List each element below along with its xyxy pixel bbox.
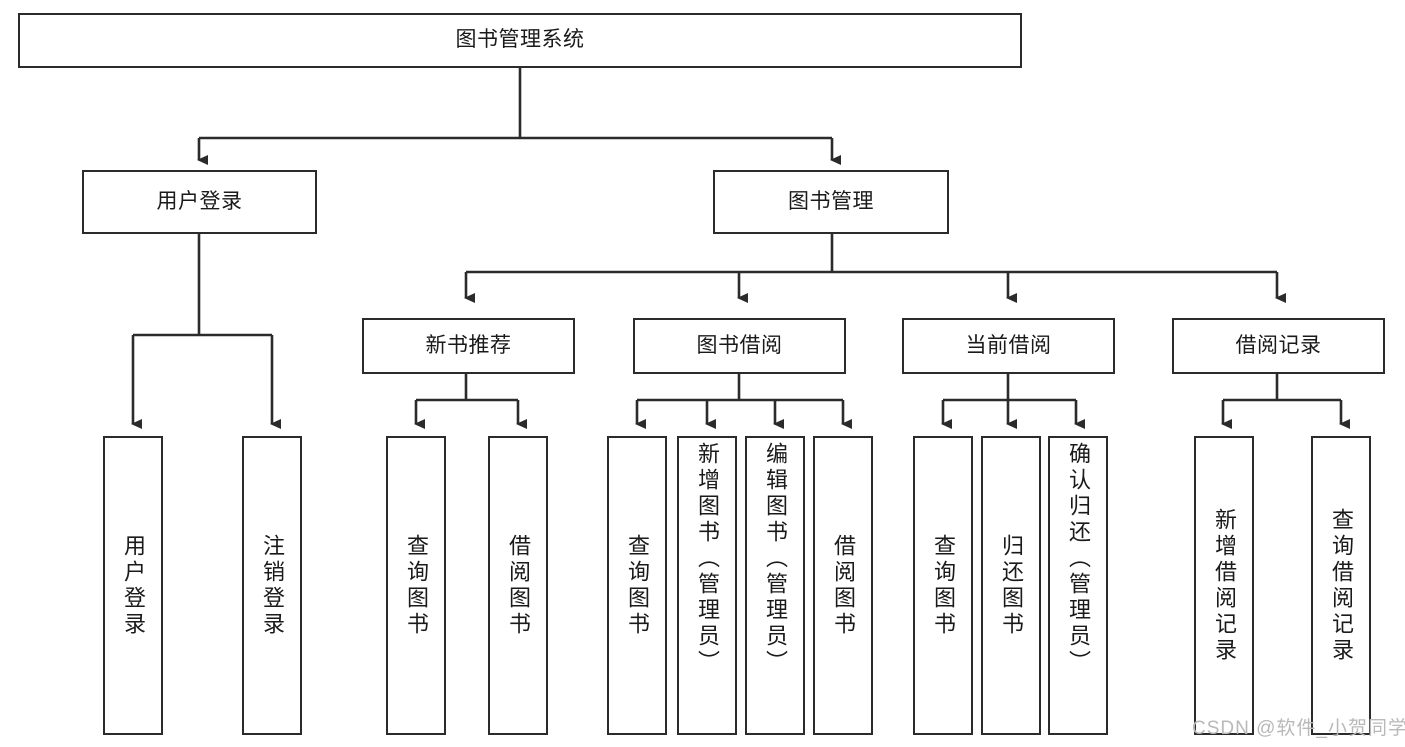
node-label: 确认归还（管理员） [1066, 442, 1091, 676]
node-label: 注销登录 [260, 533, 285, 638]
node-label: 查询借阅记录 [1329, 507, 1354, 664]
node-book-borrow[interactable]: 图书借阅 [633, 318, 846, 374]
node-leaf-query-borrow-record[interactable]: 查询借阅记录 [1311, 436, 1371, 735]
node-leaf-borrow-book-2[interactable]: 借阅图书 [813, 436, 873, 735]
node-leaf-user-logout[interactable]: 注销登录 [242, 436, 302, 735]
node-label: 借阅图书 [831, 533, 856, 638]
node-new-book-recommend[interactable]: 新书推荐 [362, 318, 575, 374]
node-label: 用户登录 [156, 189, 243, 213]
node-leaf-add-book[interactable]: 新增图书（管理员） [677, 436, 737, 735]
node-leaf-confirm-return[interactable]: 确认归还（管理员） [1048, 436, 1108, 735]
node-label: 新增图书（管理员） [695, 442, 720, 676]
node-label: 用户登录 [121, 533, 146, 638]
node-user-login[interactable]: 用户登录 [82, 170, 317, 234]
node-leaf-query-book-2[interactable]: 查询图书 [607, 436, 667, 735]
node-label: 当前借阅 [965, 333, 1052, 357]
node-borrow-record[interactable]: 借阅记录 [1172, 318, 1385, 374]
node-label: 查询图书 [404, 533, 429, 638]
node-label: 新增借阅记录 [1212, 507, 1237, 664]
node-label: 图书管理 [788, 189, 874, 213]
node-label: 图书借阅 [696, 333, 783, 357]
node-current-borrow[interactable]: 当前借阅 [902, 318, 1115, 374]
node-leaf-query-book-3[interactable]: 查询图书 [913, 436, 973, 735]
node-leaf-add-borrow-record[interactable]: 新增借阅记录 [1194, 436, 1254, 735]
node-leaf-borrow-book-1[interactable]: 借阅图书 [488, 436, 548, 735]
node-leaf-query-book-1[interactable]: 查询图书 [386, 436, 446, 735]
node-leaf-user-login[interactable]: 用户登录 [103, 436, 163, 735]
node-label: 图书管理系统 [455, 28, 585, 52]
node-label: 借阅记录 [1235, 333, 1322, 357]
node-label: 归还图书 [999, 533, 1024, 638]
node-leaf-return-book[interactable]: 归还图书 [981, 436, 1041, 735]
node-label: 新书推荐 [425, 333, 512, 357]
node-label: 查询图书 [931, 533, 956, 638]
node-book-management-system[interactable]: 图书管理系统 [18, 13, 1022, 68]
node-label: 查询图书 [625, 533, 650, 638]
node-leaf-edit-book[interactable]: 编辑图书（管理员） [745, 436, 805, 735]
node-book-manage[interactable]: 图书管理 [713, 170, 949, 234]
node-label: 编辑图书（管理员） [763, 442, 788, 676]
node-label: 借阅图书 [506, 533, 531, 638]
csdn-watermark: CSDN @软件_小贺同学 [1192, 718, 1405, 739]
